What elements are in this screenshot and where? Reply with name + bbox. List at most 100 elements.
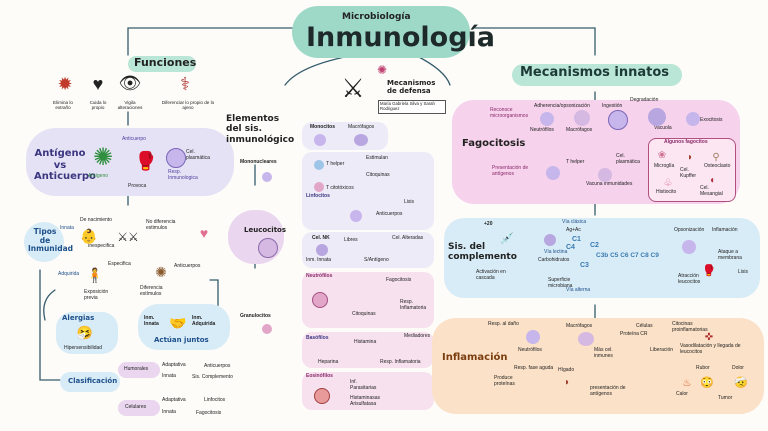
blush-icon: 😳 (700, 376, 714, 389)
nk-cell (316, 244, 328, 256)
warrior-icon: ⚔ (341, 72, 365, 103)
innatos-kupffer: Cel. Kupffer (680, 167, 697, 179)
complemento-via-clasica: Vía clásica (562, 219, 587, 225)
complemento-activacion: Activación en cascada (476, 269, 506, 281)
tipos-inespecifica: Inespecifica (88, 243, 115, 249)
innatos-cel-plasmatica: Cel. plasmática (616, 153, 640, 165)
clasificacion-blob (60, 372, 120, 392)
elementos-mediadores: Mediadores (404, 333, 431, 339)
kidney-icon: ◖ (708, 174, 716, 186)
tipos-no-diferencia: No diferencia estimulos (146, 219, 176, 231)
macrophage-phago (574, 110, 590, 126)
brain-icon: ❀ (657, 149, 667, 161)
antigeno-resp-label: Resp. Inmunologica (168, 169, 198, 181)
pathogen-icon: ✺ (376, 63, 388, 77)
baby-icon: 👶 (80, 227, 98, 244)
liver-inflam-icon: ◗ (563, 376, 571, 388)
exocytosis-cell (686, 112, 700, 126)
antigen-virus-icon: ✺ (92, 143, 114, 171)
linfocitos-box (302, 152, 434, 230)
plasma-phago (598, 168, 612, 182)
function-4-icon: ⚕ (180, 73, 190, 94)
fire-icon: ♨ (682, 377, 692, 389)
innatos-exocitosis: Exocitosis (700, 117, 723, 123)
innatos-ingestion: Ingestión (602, 103, 623, 109)
function-3-label: Vigila alteraciones (117, 100, 143, 111)
page-title: Inmunología (306, 22, 495, 53)
clasificacion-r2a: Innata (162, 373, 176, 379)
inflam-macrophage (578, 332, 594, 346)
inflamacion-mas-cel: Más cel. inmunes (594, 347, 613, 359)
inflamacion-title: Inflamación (442, 352, 508, 363)
elementos-s-antigeno: S/Antígeno (364, 257, 389, 263)
inflamacion-presentacion: presentación de antígenos (590, 385, 626, 397)
elementos-citoquinas: Citoquinas (366, 172, 390, 178)
elementos-granulocitos: Granulocitos (240, 313, 271, 319)
function-2-icon: ♥ (92, 73, 104, 94)
b-cell (350, 210, 362, 222)
clasificacion-celulares: Celulares (125, 404, 147, 410)
innatos-macrofagos: Macrófagos (566, 127, 593, 133)
inflamacion-blob (432, 318, 764, 414)
complemento-c20: +20 (484, 221, 493, 227)
inflamacion-higado: Hígado (558, 367, 575, 373)
tipos-hipersensibilidad: Hipersensibilidad (64, 345, 103, 351)
complemento-atraccion: Atracción leucocitos (678, 273, 701, 285)
person-icon: 🧍 (86, 266, 104, 283)
vessel-icon: ✜ (704, 331, 714, 343)
innatos-vacuna: Vacuna inmunidades (586, 181, 633, 187)
inflamacion-produce: Produce proteínas (494, 375, 515, 387)
tipos-inm-adquirida: Inm. Adquirida (192, 315, 216, 327)
function-4-label: Diferenciar lo propio de lo ajeno (161, 100, 215, 111)
tipos-diferencia: Diferencia estímulos (140, 285, 163, 297)
tipos-inm-innata: Inm. Innata (144, 315, 159, 327)
tipos-especifica: Especifica (108, 261, 131, 267)
inflamacion-rubor: Rubor (696, 365, 710, 371)
t-helper-cell (314, 160, 324, 170)
elementos-monocitos: Monocitos (310, 124, 335, 130)
innatos-mesangial: Cel. Mesangial (700, 185, 723, 197)
clasificacion-r4b: Fagocitosis (196, 410, 222, 416)
elementos-lisis: Lisis (404, 199, 415, 205)
elementos-mononucleares: Mononucleares (240, 159, 277, 165)
clasificacion-r3b: Linfocitos (204, 397, 226, 403)
macrofago-cell (354, 134, 368, 146)
ingestion-cell (608, 110, 628, 130)
algunos-box (648, 138, 736, 202)
elementos-heparina: Heparina (318, 359, 339, 365)
function-1-label: Elimina lo extraño (53, 100, 73, 111)
allergy-icon: 🤧 (76, 325, 94, 340)
mononuclear-cell (262, 172, 272, 182)
elementos-fagocitosis: Fagocitosis (386, 277, 412, 283)
innatos-title-blob (512, 64, 682, 86)
tipos-innata: Innata (60, 225, 74, 231)
liver-icon: ◗ (686, 151, 694, 163)
tipos-anticuerpos: Anticuerpos (174, 263, 201, 269)
eosinophil-cell (314, 388, 330, 404)
basofilos-box (302, 332, 434, 368)
elementos-estimulan: Estimulan (366, 155, 388, 161)
complemento-opsonizacion: Opsonización (674, 227, 705, 233)
inflamacion-calor: Calor (676, 391, 688, 397)
complemento-c3: C3 (580, 262, 589, 269)
clasificacion-title: Clasificación (68, 377, 118, 385)
elementos-libres: Libres (344, 237, 358, 243)
innatos-reconoce: Reconoce microorganismos (490, 107, 529, 119)
elementos-cel-nk: Cel. NK (312, 235, 330, 241)
clasificacion-r3a: Adaptativa (162, 397, 186, 403)
t-helper-phago (546, 166, 560, 180)
antigeno-blob (26, 128, 234, 196)
complement-target-cell (544, 234, 556, 246)
inflamacion-dolor: Dolor (732, 365, 744, 371)
inflamacion-citocinas: Citocinas proinflamatorias (672, 321, 708, 333)
tipos-de-nacimiento: De nacimiento (80, 217, 112, 223)
elementos-t-citotoxicos: T citotóxicos (326, 185, 354, 191)
tipos-actuan: Actúan juntos (154, 336, 209, 344)
innatos-vacuola: Vacuola (654, 125, 672, 131)
inflamacion-celulas: Células (636, 323, 653, 329)
antigeno-anticuerpo-label: Anticuerpo (122, 136, 146, 142)
lung-icon: ♧ (663, 177, 673, 189)
defense-label: Mecanismos de defensa (387, 79, 436, 96)
innatos-histiocito: Histiocito (656, 189, 677, 195)
funciones-title: Funciones (134, 56, 197, 69)
